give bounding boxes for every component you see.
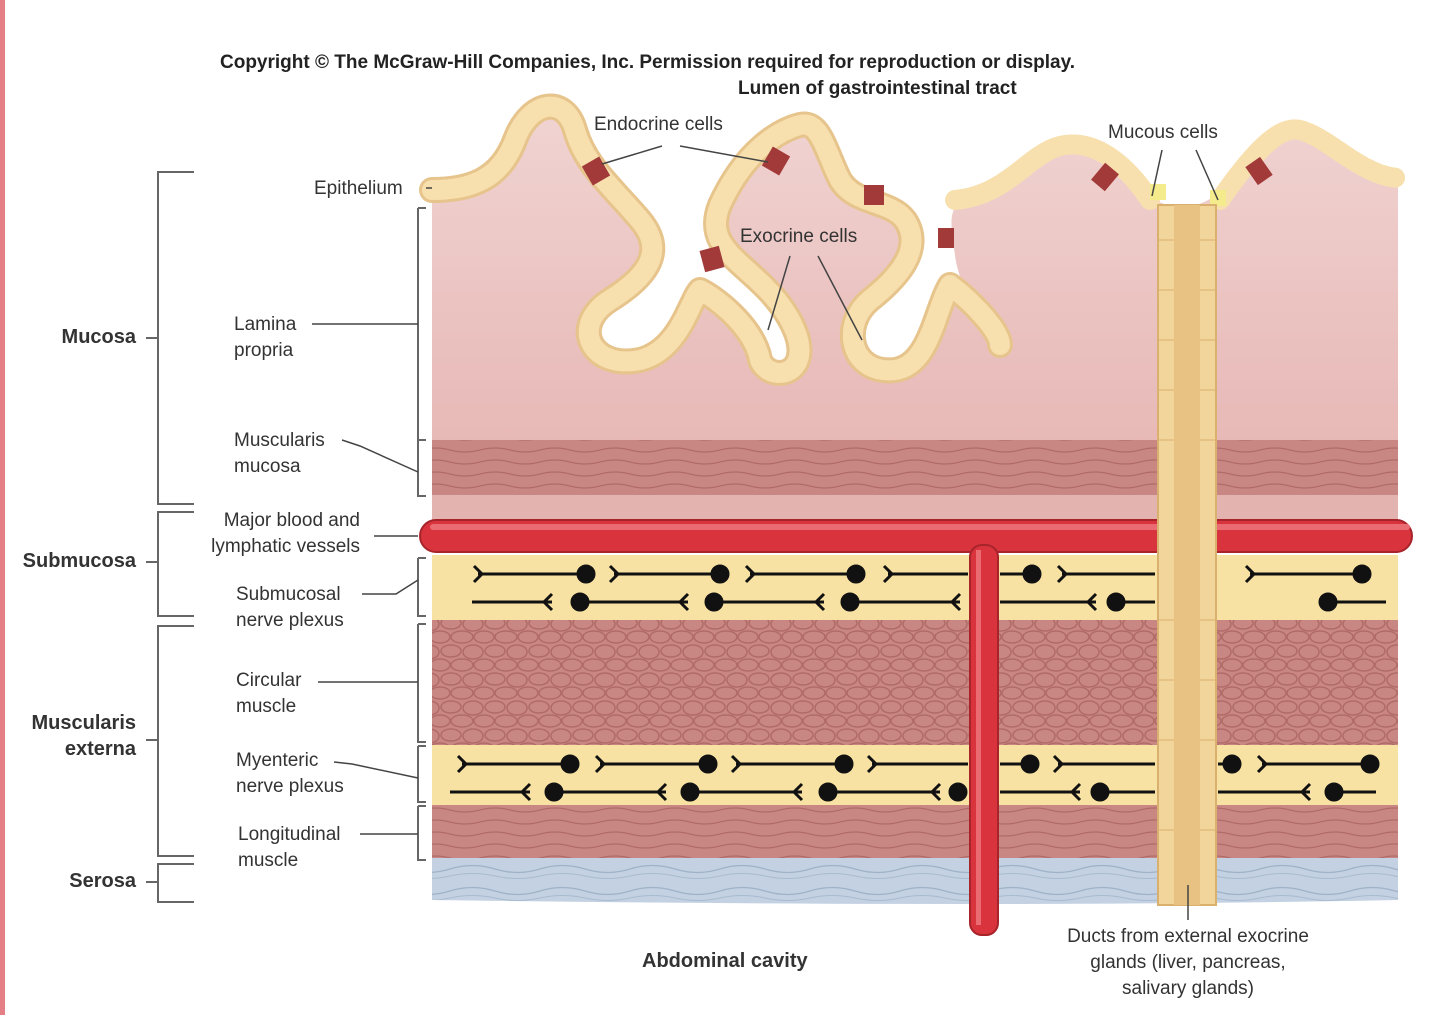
endocrine-cell (699, 245, 725, 273)
duct-wall-cells (1158, 239, 1216, 831)
endocrine-cell (1091, 162, 1119, 192)
label-exocrine-cells: Exocrine cells (740, 226, 858, 247)
label-lamina-propria: Lamina propria (234, 314, 297, 361)
label-endocrine-cells: Endocrine cells (594, 114, 723, 135)
myenteric-plexus-layer (432, 745, 1398, 805)
label-submucosal-plexus: Submucosal nerve plexus (236, 584, 344, 631)
mucous-cell (1210, 190, 1226, 206)
longitudinal-muscle-layer (432, 805, 1398, 860)
label-mucous-cells: Mucous cells (1108, 122, 1218, 143)
endocrine-cell (761, 146, 791, 176)
layer-serosa: Serosa (69, 870, 136, 892)
label-ducts: Ducts from external exocrine glands (liv… (1067, 926, 1309, 999)
endocrine-cell (864, 185, 884, 205)
submucosal-plexus-layer (432, 555, 1398, 620)
lumen-label: Lumen of gastrointestinal tract (738, 78, 1017, 99)
layer-mucosa: Mucosa (61, 326, 136, 348)
leader-lines (312, 145, 1219, 920)
layer-brackets (146, 171, 426, 903)
label-myenteric-plexus: Myenteric nerve plexus (236, 750, 344, 797)
serosa-layer (432, 858, 1398, 904)
submucosal-nerves (472, 564, 1386, 612)
label-muscularis-mucosa: Muscularis mucosa (234, 430, 325, 477)
epithelium-right-fold-1 (945, 134, 1160, 210)
layer-submucosa: Submucosa (22, 550, 136, 572)
endocrine-cell (938, 228, 954, 248)
label-abdominal-cavity: Abdominal cavity (642, 950, 808, 972)
endocrine-cell (1245, 156, 1273, 186)
myenteric-nerves (450, 754, 1380, 802)
layer-muscularis-externa: Muscularis externa (31, 712, 136, 760)
circular-muscle-layer (432, 620, 1398, 745)
submucosa-top (432, 495, 1398, 520)
label-longitudinal-muscle: Longitudinal muscle (238, 824, 341, 871)
label-major-vessels: Major blood and lymphatic vessels (211, 510, 360, 557)
muscularis-mucosa-layer (432, 440, 1398, 495)
label-circular-muscle: Circular muscle (236, 670, 302, 717)
copyright-notice: Copyright © The McGraw-Hill Companies, I… (220, 52, 1076, 73)
epithelium-right-fold-2 (1210, 119, 1408, 210)
label-epithelium: Epithelium (314, 178, 403, 199)
vertical-blood-vessel (969, 544, 999, 936)
left-edge-bar (0, 0, 5, 1015)
